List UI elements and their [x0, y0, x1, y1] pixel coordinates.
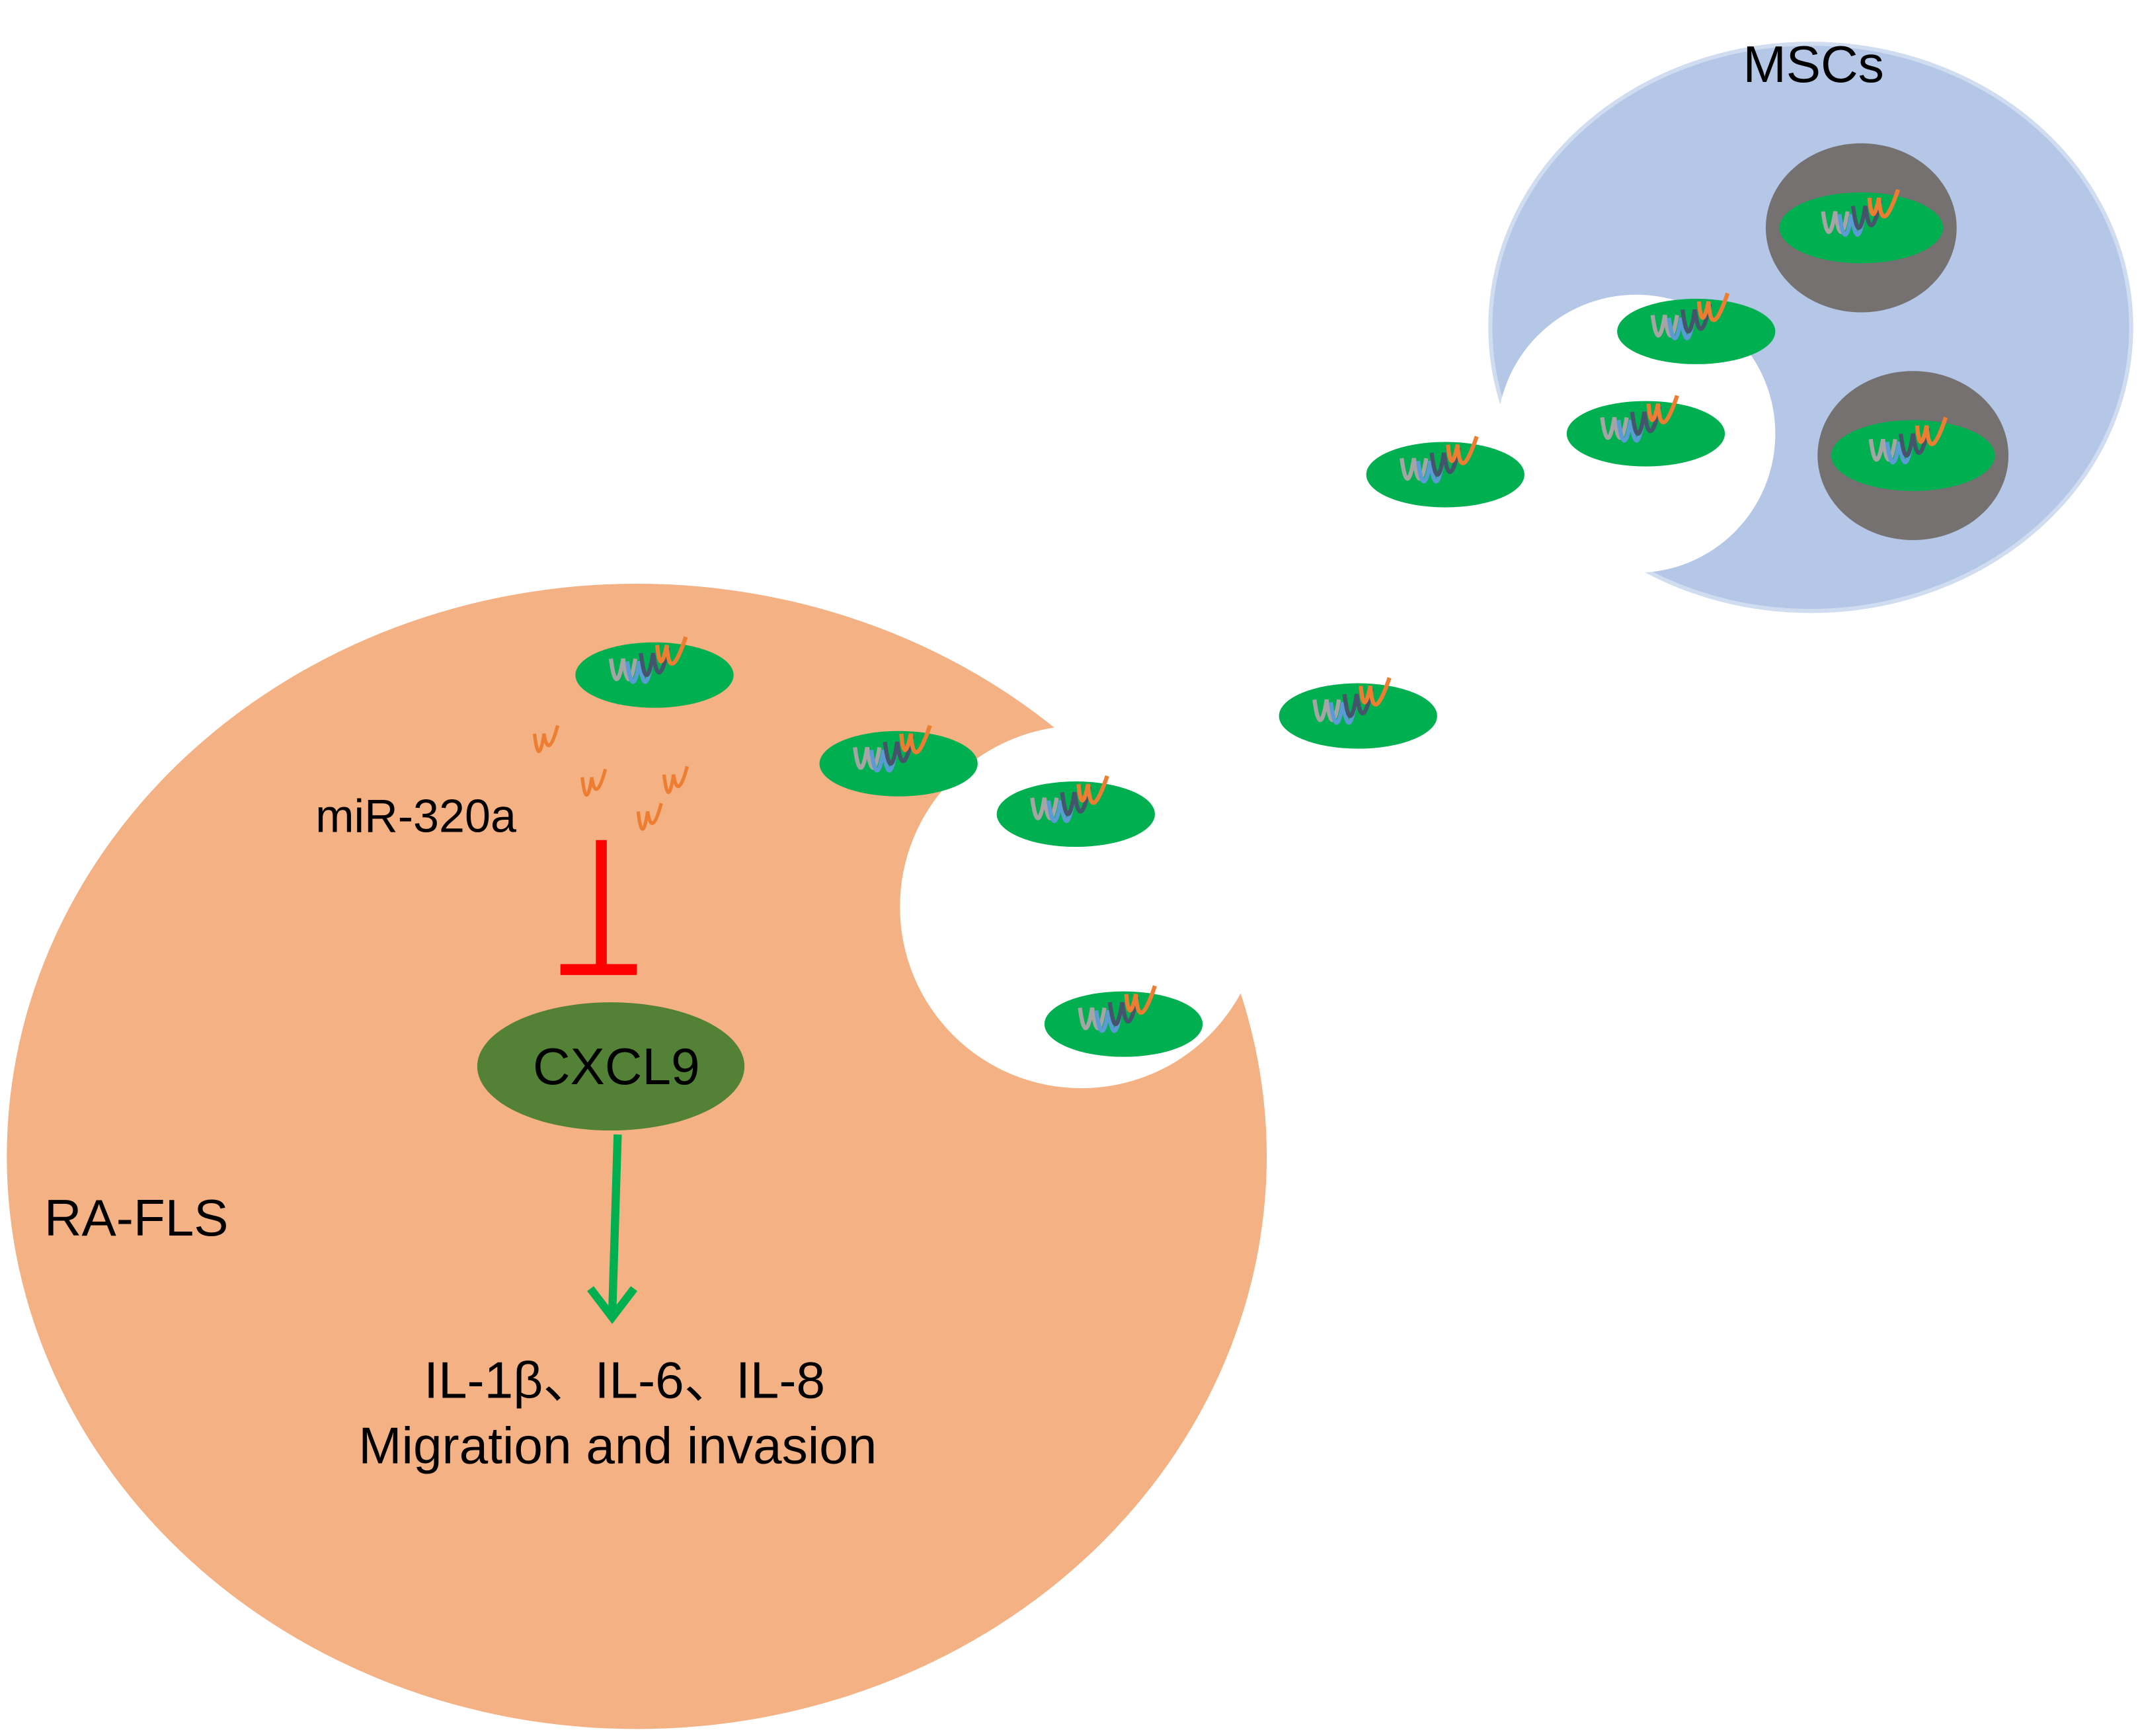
exosome [1044, 991, 1203, 1057]
exosome [1366, 442, 1524, 508]
exosomes [575, 294, 1776, 1057]
msc-label: MSCs [1743, 35, 1883, 93]
activation-arrow [608, 1134, 622, 1315]
exosome [575, 642, 734, 708]
exosome [1617, 298, 1776, 364]
exosome [819, 730, 978, 797]
mirna-label: miR-320a [315, 790, 516, 842]
ra-fls-label: RA-FLS [44, 1189, 229, 1247]
cxcl9-label: CXCL9 [533, 1037, 700, 1095]
exosome [1566, 401, 1725, 467]
exosome [1831, 420, 1995, 491]
cxcl9-node [477, 1002, 745, 1131]
cytokines-label: IL-1β、IL-6、IL-8 [424, 1351, 825, 1409]
ra-fls-cell-opening [900, 725, 1263, 1089]
effects-label: Migration and invasion [358, 1416, 877, 1474]
exosome [1279, 683, 1437, 749]
exosome [996, 781, 1155, 848]
arrow-head-icon [587, 1286, 637, 1324]
